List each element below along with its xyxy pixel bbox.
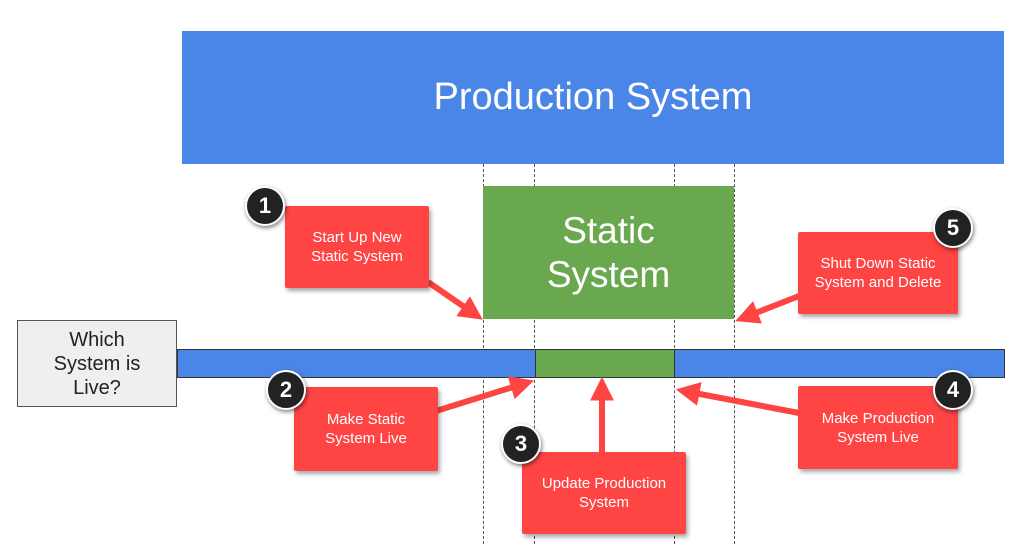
production-system-banner: Production System [182, 31, 1004, 164]
step-3-number: 3 [514, 431, 528, 456]
step-5-callout: Shut Down Static System and Delete [798, 232, 958, 314]
step-1-callout: Start Up New Static System [285, 206, 429, 288]
step-3-label: Update Production System [541, 475, 667, 511]
step-4-badge: 4 [933, 370, 973, 410]
step-2-callout: Make Static System Live [294, 387, 438, 471]
arrow-step-2 [435, 376, 535, 414]
timeline-segment-production-before [177, 349, 536, 378]
step-1-badge: 1 [245, 186, 285, 226]
production-system-label: Production System [433, 76, 753, 118]
step-3-badge: 3 [501, 424, 541, 464]
static-system-box: Static System [483, 186, 734, 319]
which-system-live-box: Which System is Live? [17, 320, 177, 407]
step-4-callout: Make Production System Live [798, 386, 958, 469]
arrow-step-1 [426, 279, 483, 320]
step-5-number: 5 [946, 215, 960, 240]
step-3-callout: Update Production System [522, 452, 686, 534]
step-1-label: Start Up New Static System [311, 229, 403, 265]
step-4-number: 4 [946, 377, 960, 402]
step-2-number: 2 [279, 377, 293, 402]
static-system-label: Static System [546, 209, 671, 295]
step-2-badge: 2 [266, 370, 306, 410]
step-1-number: 1 [258, 193, 272, 218]
arrow-step-4 [675, 382, 800, 416]
step-4-label: Make Production System Live [821, 409, 935, 446]
timeline-segment-static [535, 349, 675, 378]
step-5-label: Shut Down Static System and Delete [814, 255, 942, 291]
which-system-live-label: Which System is Live? [53, 328, 141, 399]
step-2-label: Make Static System Live [325, 411, 407, 447]
arrow-step-5 [735, 293, 801, 324]
step-5-badge: 5 [933, 208, 973, 248]
